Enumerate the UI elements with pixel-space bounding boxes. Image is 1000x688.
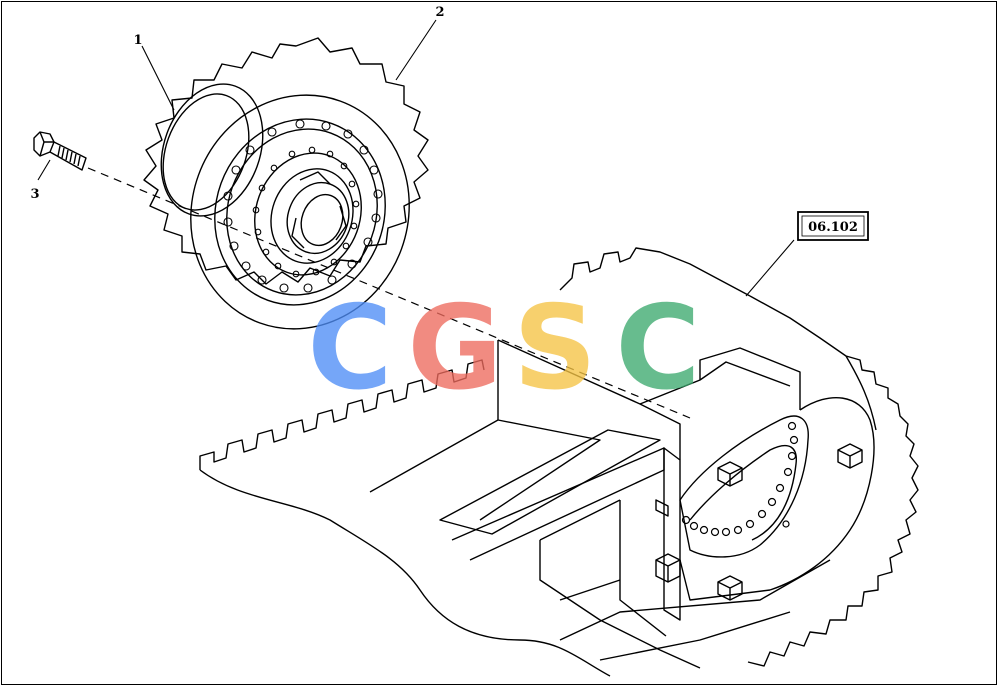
watermark-letter-4: C [615, 281, 700, 416]
callout-3: 3 [30, 187, 39, 202]
watermark-letter-2: G [407, 281, 502, 416]
sprocket-teeth [143, 37, 429, 285]
watermark-letter-1: C [307, 281, 392, 416]
mount-plate [679, 415, 809, 558]
callout-2: 2 [435, 5, 444, 20]
reference-label: 06.102 [808, 220, 858, 235]
reference-box [797, 211, 869, 241]
break-line [199, 469, 611, 677]
sprocket-bolt-holes [223, 119, 383, 293]
assembly-axis [87, 167, 691, 419]
track-chain-outline [199, 359, 485, 470]
track-frame [199, 247, 919, 677]
sprocket-wheel [143, 37, 429, 330]
callout-1: 1 [133, 33, 142, 48]
watermark-letter-3: S [513, 281, 597, 416]
watermark: C G S C [307, 281, 700, 416]
mount-holes [681, 421, 799, 537]
track-chain-end [747, 355, 919, 667]
leader-lines [37, 19, 795, 297]
track-chain-top [559, 247, 751, 297]
bolt [33, 131, 87, 171]
